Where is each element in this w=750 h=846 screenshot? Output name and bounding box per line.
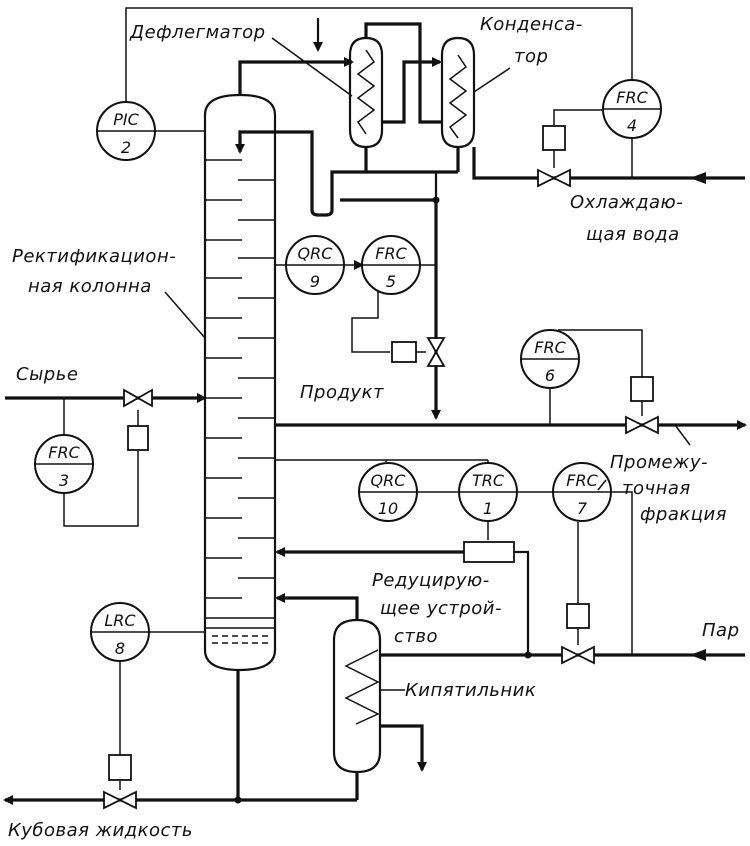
instrument-lrc8: LRC 8 bbox=[90, 602, 150, 662]
svg-text:FRC: FRC bbox=[48, 443, 80, 462]
label-bottoms: Кубовая жидкость bbox=[8, 820, 193, 841]
leader-lines bbox=[164, 37, 691, 691]
svg-text:FRC: FRC bbox=[566, 471, 598, 490]
column-trays bbox=[205, 159, 275, 599]
label-column-2: ная колонна bbox=[28, 276, 152, 297]
condenser-vessel bbox=[440, 36, 476, 149]
instrument-frc6: FRC 6 bbox=[520, 329, 580, 389]
instrument-frc5: FRC 5 bbox=[361, 235, 421, 295]
label-cooling-water: Охлаждаю- bbox=[570, 192, 683, 213]
label-reducer: Редуцирую- bbox=[372, 570, 490, 591]
svg-text:2: 2 bbox=[121, 138, 131, 157]
label-product: Продукт bbox=[300, 382, 384, 403]
label-reducer-3: ство bbox=[394, 626, 438, 647]
label-intermediate: Промежу- bbox=[610, 452, 708, 473]
svg-text:10: 10 bbox=[378, 499, 398, 518]
diagram-labels: Дефлегматор Конденса- тор Охлаждаю- щая … bbox=[8, 14, 740, 841]
label-feed: Сырье bbox=[16, 364, 78, 385]
rectification-column bbox=[203, 93, 277, 672]
label-reboiler: Кипятильник bbox=[405, 680, 536, 701]
svg-text:FRC: FRC bbox=[616, 88, 648, 107]
svg-text:FRC: FRC bbox=[375, 244, 407, 263]
svg-text:4: 4 bbox=[627, 116, 637, 135]
reboiler-vessel bbox=[332, 618, 382, 774]
dephlegmator-vessel bbox=[348, 36, 384, 149]
svg-text:1: 1 bbox=[483, 499, 493, 518]
svg-text:QRC: QRC bbox=[298, 244, 334, 263]
cooling-water-valve[interactable] bbox=[537, 125, 571, 188]
steam-valve[interactable] bbox=[561, 603, 595, 665]
label-reducer-2: щее устрой- bbox=[380, 598, 502, 619]
overhead-piping bbox=[235, 18, 745, 420]
svg-text:3: 3 bbox=[59, 471, 69, 490]
label-column: Ректификацион- bbox=[12, 246, 176, 267]
svg-text:TRC: TRC bbox=[472, 471, 505, 490]
label-steam: Пар bbox=[702, 620, 740, 641]
svg-text:6: 6 bbox=[545, 366, 555, 385]
instrument-qrc10: QRC 10 bbox=[358, 462, 418, 522]
instrument-trc1: TRC 1 bbox=[458, 462, 518, 522]
bottoms-valve[interactable] bbox=[103, 754, 137, 810]
label-cooling-water-2: щая вода bbox=[586, 224, 680, 245]
svg-text:5: 5 bbox=[386, 272, 396, 291]
svg-text:8: 8 bbox=[115, 639, 125, 658]
control-lines bbox=[63, 7, 643, 790]
reducing-device bbox=[463, 541, 515, 563]
svg-text:QRC: QRC bbox=[371, 471, 407, 490]
svg-text:PIC: PIC bbox=[113, 110, 139, 129]
label-condenser-2: тор bbox=[514, 46, 548, 67]
label-intermediate-2: точная bbox=[622, 478, 691, 499]
svg-text:FRC: FRC bbox=[534, 338, 566, 357]
instrument-pic2: PIC 2 bbox=[96, 101, 156, 161]
label-condenser: Конденса- bbox=[480, 14, 583, 35]
instrument-frc7: FRC 7 bbox=[552, 462, 612, 522]
feed-valve[interactable] bbox=[123, 388, 153, 451]
label-dephlegmator: Дефлегматор bbox=[129, 22, 266, 43]
svg-text:7: 7 bbox=[577, 499, 588, 518]
intermediate-fraction-valve[interactable] bbox=[625, 376, 659, 435]
instrument-frc3: FRC 3 bbox=[34, 434, 94, 494]
product-valve[interactable] bbox=[391, 337, 446, 367]
svg-text:9: 9 bbox=[310, 272, 320, 291]
svg-text:LRC: LRC bbox=[104, 611, 136, 630]
instrument-qrc9: QRC 9 bbox=[285, 235, 345, 295]
label-intermediate-3: фракция bbox=[640, 504, 727, 525]
instrument-frc4: FRC 4 bbox=[602, 79, 662, 139]
